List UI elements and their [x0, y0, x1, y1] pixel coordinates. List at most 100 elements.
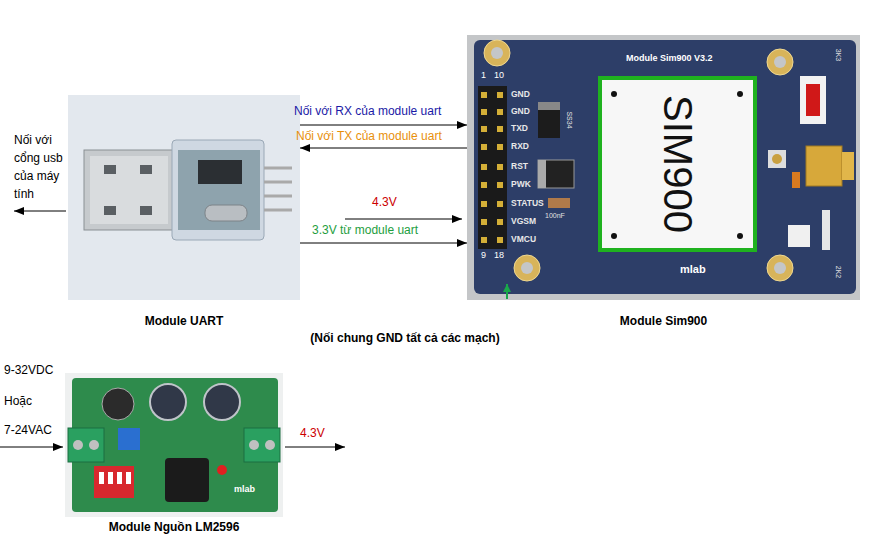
- sim900-board-photo: [481, 237, 487, 243]
- pin-number: 1: [481, 70, 486, 80]
- lm2596-power-photo: [117, 472, 122, 484]
- sim900-board-photo: [792, 172, 800, 188]
- usb-uart-photo: [90, 156, 168, 224]
- lm2596-power-photo: [99, 472, 104, 484]
- voltage-label: 4.3V: [372, 196, 397, 210]
- sim900-board-photo: [481, 201, 487, 207]
- lm2596-power-photo: [244, 428, 280, 462]
- sim900-board-photo: [481, 219, 487, 225]
- sim900-board-photo: [514, 255, 540, 281]
- sim900-board-photo: [481, 164, 487, 170]
- pin-name: GND: [511, 107, 530, 117]
- sim900-board-photo: [538, 160, 546, 188]
- usb-uart-photo: [205, 205, 247, 221]
- pin-name: VMCU: [511, 235, 536, 245]
- wire-label: Nối với RX của module uart: [294, 105, 441, 119]
- free-arrows: [345, 219, 462, 220]
- pin-name: GND: [511, 90, 530, 100]
- module-label: Module Nguồn LM2596: [109, 521, 240, 535]
- sim900-board-photo: [484, 40, 510, 66]
- lm2596-power-photo: [150, 384, 186, 420]
- pin-number: 9: [481, 250, 486, 260]
- sim900-board-photo: [788, 225, 810, 247]
- brand-logo: mlab: [680, 263, 706, 276]
- sim900-board-photo: [481, 182, 487, 188]
- usb-uart-photo: [104, 165, 116, 174]
- lm2596-power-photo: [265, 440, 275, 450]
- part-marking: 100nF: [545, 212, 565, 220]
- sim900-board-photo: [538, 102, 560, 110]
- brand-logo: mlab: [234, 484, 255, 494]
- sim900-board-photo: [737, 91, 743, 97]
- sim900-board-photo: [548, 198, 570, 208]
- free-arrows: [0, 447, 63, 448]
- input-label: 7-24VAC: [4, 424, 52, 438]
- usb-uart-photo: [178, 150, 260, 230]
- sim900-board-photo: [497, 92, 503, 98]
- wire-label: Nối với TX của module uart: [296, 130, 442, 144]
- power-module: Module Nguồn LM2596: [65, 373, 283, 541]
- input-label: 9-32VDC: [4, 364, 53, 378]
- sim900-board-photo: [467, 35, 860, 300]
- lm2596-power-photo: [65, 373, 283, 517]
- free-arrows: [285, 447, 345, 448]
- sim900-board-photo: [774, 262, 786, 274]
- sim900-board-photo: [767, 49, 793, 75]
- sim900-board-photo: [497, 182, 503, 188]
- sim900-board-photo: [774, 56, 786, 68]
- note-text: (Nối chung GND tất cả các mạch): [310, 332, 499, 346]
- sim900-board-photo: [806, 84, 820, 116]
- sim900-board-photo: [772, 154, 782, 164]
- wire-arrow: [300, 125, 467, 126]
- uart-module: Module UART: [68, 95, 300, 335]
- lm2596-power-photo: [165, 458, 209, 502]
- lm2596-power-photo: [65, 373, 283, 517]
- sim900-board-photo: [768, 150, 786, 168]
- usb-uart-photo: [198, 160, 242, 184]
- pin-name: PWK: [511, 180, 531, 190]
- pin-number: 10: [494, 70, 504, 80]
- sim900-board-photo: [481, 109, 487, 115]
- sim900-board-photo: [842, 152, 854, 180]
- pin-name: RXD: [511, 142, 529, 152]
- usb-uart-photo: [264, 209, 292, 212]
- sim900-board-photo: [600, 78, 755, 250]
- usb-uart-photo: [264, 195, 292, 198]
- usb-uart-photo: [68, 95, 300, 300]
- usb-uart-photo: [172, 140, 264, 240]
- sim900-board-photo: [800, 76, 826, 124]
- lm2596-power-photo: [68, 428, 104, 462]
- sim900-board-photo: [491, 47, 503, 59]
- lm2596-power-photo: [108, 472, 113, 484]
- sim900-board-photo: [467, 35, 860, 300]
- lm2596-power-photo: [102, 388, 134, 420]
- free-arrows: [284, 284, 507, 299]
- part-marking: 3K3: [834, 49, 842, 61]
- usb-uart-photo: [264, 181, 292, 184]
- sim900-board-photo: [497, 109, 503, 115]
- sim900-board-photo: [497, 164, 503, 170]
- sim900-board-photo: [481, 144, 487, 150]
- pin-name: TXD: [511, 124, 528, 134]
- sim900-board-photo: [767, 255, 793, 281]
- sim900-board-photo: [822, 210, 830, 250]
- usb-uart-photo: [264, 167, 292, 170]
- lm2596-power-photo: [89, 440, 99, 450]
- board-title: Module Sim900 V3.2: [626, 53, 713, 63]
- usb-uart-photo: [104, 206, 116, 215]
- sim900-board-photo: [497, 144, 503, 150]
- input-label: Hoặc: [4, 395, 32, 409]
- wire-arrow: [300, 148, 467, 149]
- wire-label: 3.3V từ module uart: [312, 224, 418, 238]
- pin-name: VGSM: [511, 217, 536, 227]
- module-label: Module UART: [145, 315, 224, 329]
- usb-uart-photo: [68, 95, 300, 300]
- sim900-board-photo: [737, 233, 743, 239]
- sim900-board-photo: [538, 160, 574, 188]
- note-text: Nối với cổng usb của máy tính: [14, 131, 72, 203]
- free-arrows: [14, 211, 66, 212]
- free-arrows: [0, 211, 507, 447]
- chip-marking: SIM900: [655, 95, 701, 233]
